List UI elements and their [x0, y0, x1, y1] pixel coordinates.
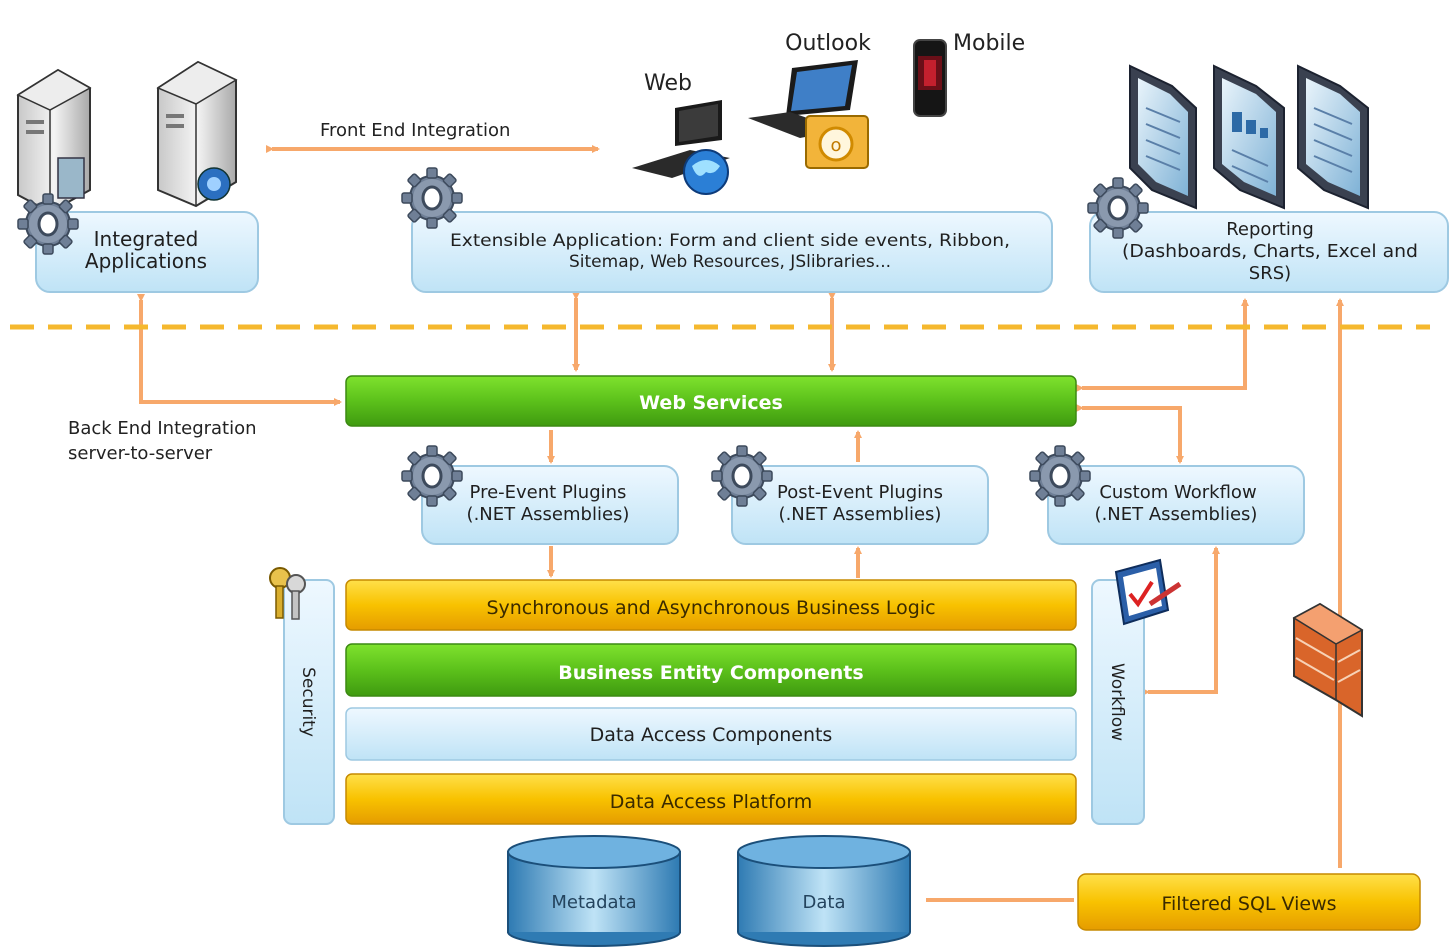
filtered-sql-views-bar: Filtered SQL Views — [1077, 873, 1421, 931]
security-column: Security — [283, 579, 335, 825]
reporting-box: Reporting (Dashboards, Charts, Excel and… — [1089, 211, 1449, 293]
firewall-icon — [1292, 602, 1364, 718]
data-label: Data — [803, 892, 846, 913]
reporting-line1: Reporting — [1226, 219, 1314, 240]
pre-event-plugins-box: Pre-Event Plugins (.NET Assemblies) — [421, 465, 679, 545]
security-label: Security — [298, 667, 318, 737]
post-event-plugins-box: Post-Event Plugins (.NET Assemblies) — [731, 465, 989, 545]
data-access-platform-label: Data Access Platform — [610, 791, 813, 813]
reporting-line2: (Dashboards, Charts, Excel and — [1122, 241, 1418, 262]
outlook-laptop-icon: o — [748, 60, 869, 169]
custom-workflow-line2: (.NET Assemblies) — [1095, 504, 1258, 525]
business-entity-bar: Business Entity Components — [345, 643, 1077, 697]
web-computer-icon — [632, 100, 730, 195]
pre-event-line1: Pre-Event Plugins — [470, 482, 627, 503]
data-access-components-label: Data Access Components — [590, 724, 833, 746]
gear-icon — [710, 444, 774, 508]
mobile-label: Mobile — [953, 31, 1025, 56]
filtered-sql-views-label: Filtered SQL Views — [1161, 893, 1336, 915]
metadata-database-icon: Metadata — [507, 835, 681, 947]
server-icon — [16, 68, 92, 214]
integrated-applications-box: Integrated Applications — [35, 211, 259, 293]
web-services-bar: Web Services — [345, 375, 1077, 427]
front-end-integration-label: Front End Integration — [320, 120, 510, 141]
business-logic-label: Synchronous and Asynchronous Business Lo… — [486, 597, 935, 619]
gear-icon — [400, 166, 464, 230]
gear-icon — [1028, 444, 1092, 508]
metadata-label: Metadata — [551, 892, 636, 913]
extensible-application-line2: Sitemap, Web Resources, JSlibraries... — [569, 252, 891, 272]
gear-icon — [16, 192, 80, 256]
reporting-line3: SRS) — [1249, 263, 1291, 284]
server-to-server-label: server-to-server — [68, 443, 213, 464]
business-entity-label: Business Entity Components — [558, 662, 863, 684]
dashboard-icon — [1297, 64, 1369, 210]
ws-custom-workflow-arrow — [1076, 404, 1184, 464]
server-icon — [156, 60, 238, 208]
checklist-icon — [1114, 558, 1182, 626]
reporting-ws-arrow — [1076, 298, 1249, 392]
data-access-platform-bar: Data Access Platform — [345, 773, 1077, 825]
back-end-arrow — [137, 294, 342, 406]
mobile-phone-icon — [913, 39, 947, 117]
dashboard-icon — [1213, 64, 1285, 210]
data-database-icon: Data — [737, 835, 911, 947]
workflow-custom-arrow — [1142, 546, 1220, 696]
business-logic-bar: Synchronous and Asynchronous Business Lo… — [345, 579, 1077, 631]
gear-icon — [1086, 176, 1150, 240]
back-end-integration-label: Back End Integration — [68, 418, 257, 439]
web-label: Web — [644, 71, 692, 96]
svg-text:o: o — [830, 135, 841, 156]
post-event-line1: Post-Event Plugins — [777, 482, 943, 503]
custom-workflow-line1: Custom Workflow — [1099, 482, 1256, 503]
post-event-line2: (.NET Assemblies) — [779, 504, 942, 525]
pre-event-line2: (.NET Assemblies) — [467, 504, 630, 525]
custom-workflow-box: Custom Workflow (.NET Assemblies) — [1047, 465, 1305, 545]
integrated-applications-line1: Integrated — [94, 227, 199, 251]
extensible-application-box: Extensible Application: Form and client … — [411, 211, 1053, 293]
workflow-label: Workflow — [1107, 663, 1127, 741]
outlook-label: Outlook — [785, 31, 871, 56]
gear-icon — [400, 444, 464, 508]
integrated-applications-line2: Applications — [85, 249, 207, 273]
data-access-components-bar: Data Access Components — [345, 707, 1077, 761]
extensible-application-line1: Extensible Application: Form and client … — [450, 231, 1010, 251]
dashboard-icon — [1129, 64, 1197, 210]
connectors — [137, 145, 1344, 902]
keys-icon — [269, 567, 306, 620]
web-services-label: Web Services — [639, 392, 783, 414]
